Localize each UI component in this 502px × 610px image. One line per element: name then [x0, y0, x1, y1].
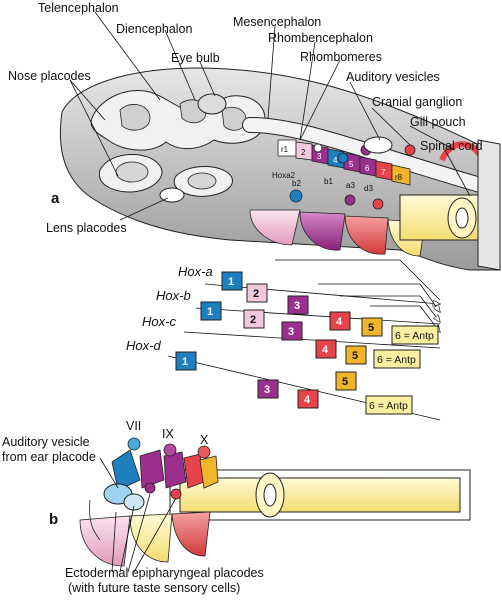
- hox-a-label: Hox-a: [178, 264, 213, 279]
- gene-label: 6 = Antp: [377, 354, 416, 366]
- nerve-ix-label: IX: [162, 427, 174, 441]
- gene-box: [335, 371, 357, 391]
- gene-box: [373, 349, 421, 369]
- gene-label: 4: [304, 394, 311, 406]
- panel-b-label: b: [49, 511, 58, 528]
- gene-label: 4: [336, 316, 343, 328]
- mesencephalon-label: Mesencephalon: [233, 15, 321, 29]
- gene-label: 1: [228, 276, 234, 288]
- gene-label: 3: [264, 384, 270, 396]
- hoxa2-label: Hoxa2: [272, 171, 296, 180]
- gene-label: 2: [253, 288, 259, 300]
- gene-box: [391, 325, 439, 345]
- gene-label: 4: [322, 344, 329, 356]
- nerve-vii-label: VII: [126, 419, 141, 433]
- rhombencephalon-label: Rhombencephalon: [268, 31, 373, 45]
- embryo-head-illustration: [59, 67, 501, 271]
- gene-label: 3: [294, 300, 300, 312]
- nerve-x-label: X: [200, 433, 209, 447]
- gene-label: 5: [342, 376, 348, 388]
- d3-label: d3: [364, 184, 373, 193]
- telencephalon-label: Telencephalon: [38, 1, 119, 15]
- rhombomere-label: 5: [349, 160, 354, 169]
- gene-box: [297, 389, 319, 409]
- labels-panel-a: Telencephalon Diencephalon Eye bulb Mese…: [8, 1, 483, 235]
- hox-chart: Hox-a Hox-b Hox-c Hox-d 1 2 3 1 2 3 4 5 …: [126, 259, 440, 421]
- gene-box: [345, 345, 367, 365]
- diencephalon-label: Diencephalon: [116, 22, 192, 36]
- gene-label: 5: [368, 322, 374, 334]
- gene-box: [329, 311, 351, 331]
- gene-box: [361, 317, 383, 337]
- gene-box: [257, 379, 279, 399]
- lens-placodes-label: Lens placodes: [46, 221, 127, 235]
- ectodermal-placodes-label: Ectodermal epipharyngeal placodes: [65, 566, 264, 580]
- inner-expression-labels: Hoxa2 b1 b2 a3 d3: [272, 171, 373, 193]
- gene-box: [175, 351, 197, 371]
- labels-panel-b: VII IX X Auditory vesicle from ear placo…: [2, 419, 264, 595]
- rhombomere-label: r8: [395, 173, 403, 182]
- gene-label: 6 = Antp: [395, 330, 434, 342]
- gene-label: 1: [182, 356, 188, 368]
- gill-pouch-label: Gill pouch: [410, 115, 466, 129]
- rhombomere-label: r1: [281, 145, 289, 154]
- gene-box: [200, 301, 222, 321]
- spinal-cord-label: Spinal cord: [420, 139, 483, 153]
- gene-box: [243, 309, 265, 329]
- hox-d-label: Hox-d: [126, 338, 161, 353]
- panel-b-illustration: [79, 437, 471, 567]
- rhombomere-label: 2: [301, 148, 306, 157]
- a3-label: a3: [346, 181, 355, 190]
- rhombomere-label: 6: [365, 164, 370, 173]
- gene-box: [315, 339, 337, 359]
- hox-c-label: Hox-c: [142, 314, 176, 329]
- auditory-vesicle-label: Auditory vesicle: [2, 435, 90, 449]
- panel-a-label: a: [51, 190, 60, 207]
- rhombomeres-label: Rhombomeres: [300, 50, 382, 64]
- auditory-vesicles-label: Auditory vesicles: [346, 70, 440, 84]
- eye-bulb-label: Eye bulb: [171, 51, 220, 65]
- rhombomere-label: 3: [317, 152, 322, 161]
- gene-label: 2: [250, 314, 256, 326]
- b2-label: b2: [292, 179, 301, 188]
- gene-label: 1: [207, 306, 213, 318]
- gene-box: [365, 395, 413, 415]
- rhombomere-labels: r1 2 3 4 5 6 7 r8: [281, 145, 403, 182]
- gene-label: 3: [288, 326, 294, 338]
- taste-cells-label: (with future taste sensory cells): [68, 581, 240, 595]
- gene-box: [221, 271, 243, 291]
- from-ear-placode-label: from ear placode: [2, 450, 96, 464]
- rhombomere-label: 7: [381, 168, 386, 177]
- b1-label: b1: [324, 177, 333, 186]
- leader-lines-a: [69, 11, 471, 221]
- gene-box: [246, 283, 268, 303]
- hox-b-label: Hox-b: [156, 288, 191, 303]
- gene-box: [287, 295, 309, 315]
- gene-label: 5: [352, 350, 358, 362]
- gene-box: [281, 321, 303, 341]
- rhombomere-label: 4: [333, 156, 338, 165]
- cranial-ganglion-label: Cranial ganglion: [372, 95, 462, 109]
- nose-placodes-label: Nose placodes: [8, 69, 91, 83]
- gene-label: 6 = Antp: [369, 400, 408, 412]
